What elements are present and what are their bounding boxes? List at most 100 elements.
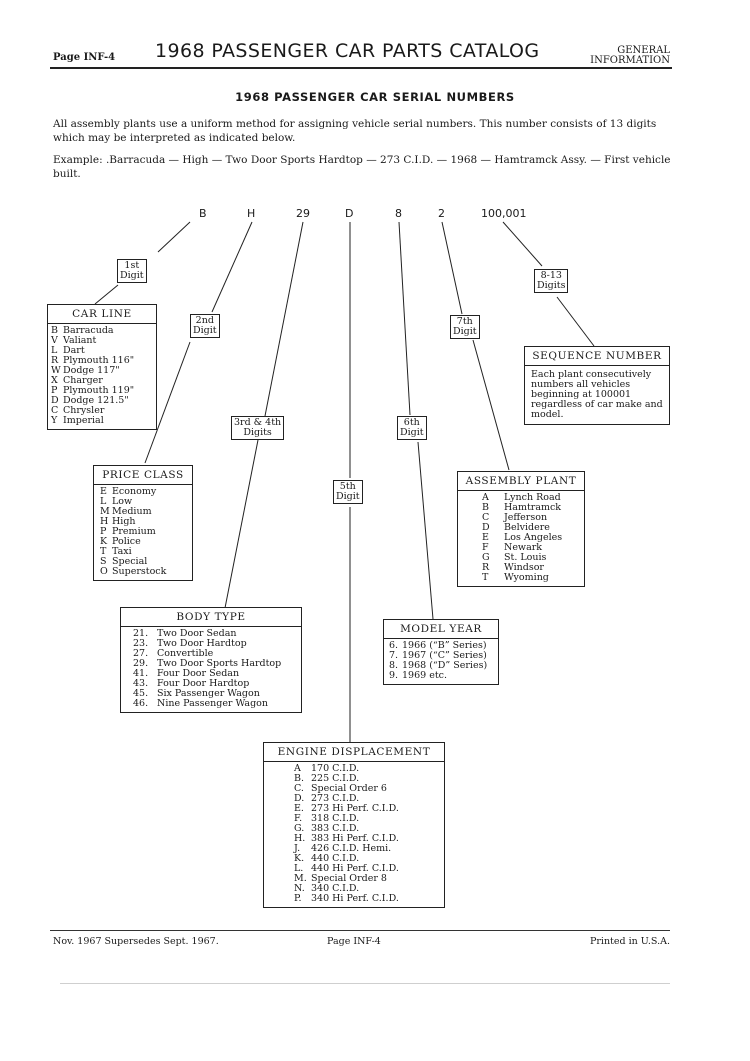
digit-label-3rd-4th: 3rd & 4th Digits — [231, 416, 285, 440]
code: B — [482, 502, 489, 513]
code: M. — [294, 873, 307, 884]
code: J. — [294, 843, 301, 854]
footer-supersedes: Nov. 1967 Supersedes Sept. 1967. — [53, 936, 219, 947]
name: Two Door Sports Hardtop — [157, 658, 282, 669]
name: 340 C.I.D. — [311, 883, 360, 894]
code: 46. — [133, 698, 149, 709]
name: Barracuda — [63, 325, 114, 336]
code: 7. — [389, 650, 399, 661]
body-type-row: 46. Nine Passenger Wagon — [133, 699, 295, 709]
code: B — [51, 325, 58, 336]
serial-char-1: B — [199, 207, 207, 220]
code: 23. — [133, 638, 149, 649]
code: N. — [294, 883, 305, 894]
line-h-to-2nd — [211, 221, 253, 313]
code: P — [100, 526, 107, 537]
name: Valiant — [63, 335, 97, 346]
code: E. — [294, 803, 304, 814]
scan-edge-line — [60, 983, 670, 984]
name: Two Door Sedan — [157, 628, 237, 639]
engine-row: H.383 Hi Perf. C.I.D. — [294, 834, 438, 844]
digit-label-6th-l2: Digit — [400, 427, 424, 438]
name: Special Order 6 — [311, 783, 387, 794]
code: T — [100, 546, 107, 557]
digit-label-6th-l1: 6th — [403, 417, 420, 428]
code: 9. — [389, 670, 399, 681]
price-class-row: K Police — [100, 537, 186, 547]
code: 45. — [133, 688, 149, 699]
code: 41. — [133, 668, 149, 679]
line-7th-to-plant — [472, 339, 510, 471]
assembly-plant-title: ASSEMBLY PLANT — [458, 472, 584, 491]
serial-char-6: 8 — [395, 207, 402, 220]
line-3rd4th-to-body — [224, 439, 259, 609]
digit-label-7th-l1: 7th — [456, 316, 473, 327]
section-label-line2: INFORMATION — [590, 55, 670, 66]
name: Convertible — [157, 648, 214, 659]
body-type-row: 43.Four Door Hardtop — [133, 679, 295, 689]
code: E — [482, 532, 489, 543]
serial-char-3-4: 29 — [296, 207, 310, 220]
code: M — [100, 506, 110, 517]
code: F. — [294, 813, 303, 824]
line-29-to-3rd4th — [264, 221, 304, 417]
name: 1969 etc. — [402, 670, 447, 681]
name: Special — [112, 556, 148, 567]
name: 170 C.I.D. — [311, 763, 360, 774]
code: D — [51, 395, 59, 406]
code: C — [482, 512, 490, 523]
catalog-title: 1968 PASSENGER CAR PARTS CATALOG — [155, 40, 540, 62]
name: Police — [112, 536, 141, 547]
name: Four Door Sedan — [157, 668, 240, 679]
code: A — [294, 763, 301, 774]
engine-row: B.225 C.I.D. — [294, 774, 438, 784]
engine-row: M.Special Order 8 — [294, 874, 438, 884]
body-type-row: 29.Two Door Sports Hardtop — [133, 659, 295, 669]
line-2nd-to-price — [144, 341, 191, 464]
digit-label-7th-l2: Digit — [453, 326, 477, 337]
code: C. — [294, 783, 304, 794]
footer-printed: Printed in U.S.A. — [589, 936, 670, 947]
code: H. — [294, 833, 306, 844]
engine-row: F. 318 C.I.D. — [294, 814, 438, 824]
model-year-row: 9.1969 etc. — [389, 671, 492, 681]
name: St. Louis — [504, 552, 547, 563]
code: L — [100, 496, 107, 507]
footer-rule — [50, 930, 670, 931]
line-2-to-7th — [441, 221, 463, 315]
name: Six Passenger Wagon — [157, 688, 260, 699]
name: Nine Passenger Wagon — [157, 698, 269, 709]
digit-label-2nd: 2nd Digit — [190, 314, 220, 338]
code: K — [100, 536, 108, 547]
name: 225 C.I.D. — [311, 773, 360, 784]
code: P — [51, 385, 58, 396]
code: R — [482, 562, 490, 573]
line-8-13-to-seqbox — [556, 296, 595, 347]
engine-row: L.440 Hi Perf. C.I.D. — [294, 864, 438, 874]
code: P. — [294, 893, 302, 904]
line-1st-to-carline — [94, 284, 119, 305]
code: G — [482, 552, 490, 563]
body-type-row: 21.Two Door Sedan — [133, 629, 295, 639]
name: High — [112, 516, 136, 527]
code: Y — [51, 415, 58, 426]
digit-label-8-13-l1: 8-13 — [540, 270, 562, 281]
name: 318 C.I.D. — [311, 813, 360, 824]
name: 440 Hi Perf. C.I.D. — [311, 863, 399, 874]
name: Taxi — [112, 546, 132, 557]
